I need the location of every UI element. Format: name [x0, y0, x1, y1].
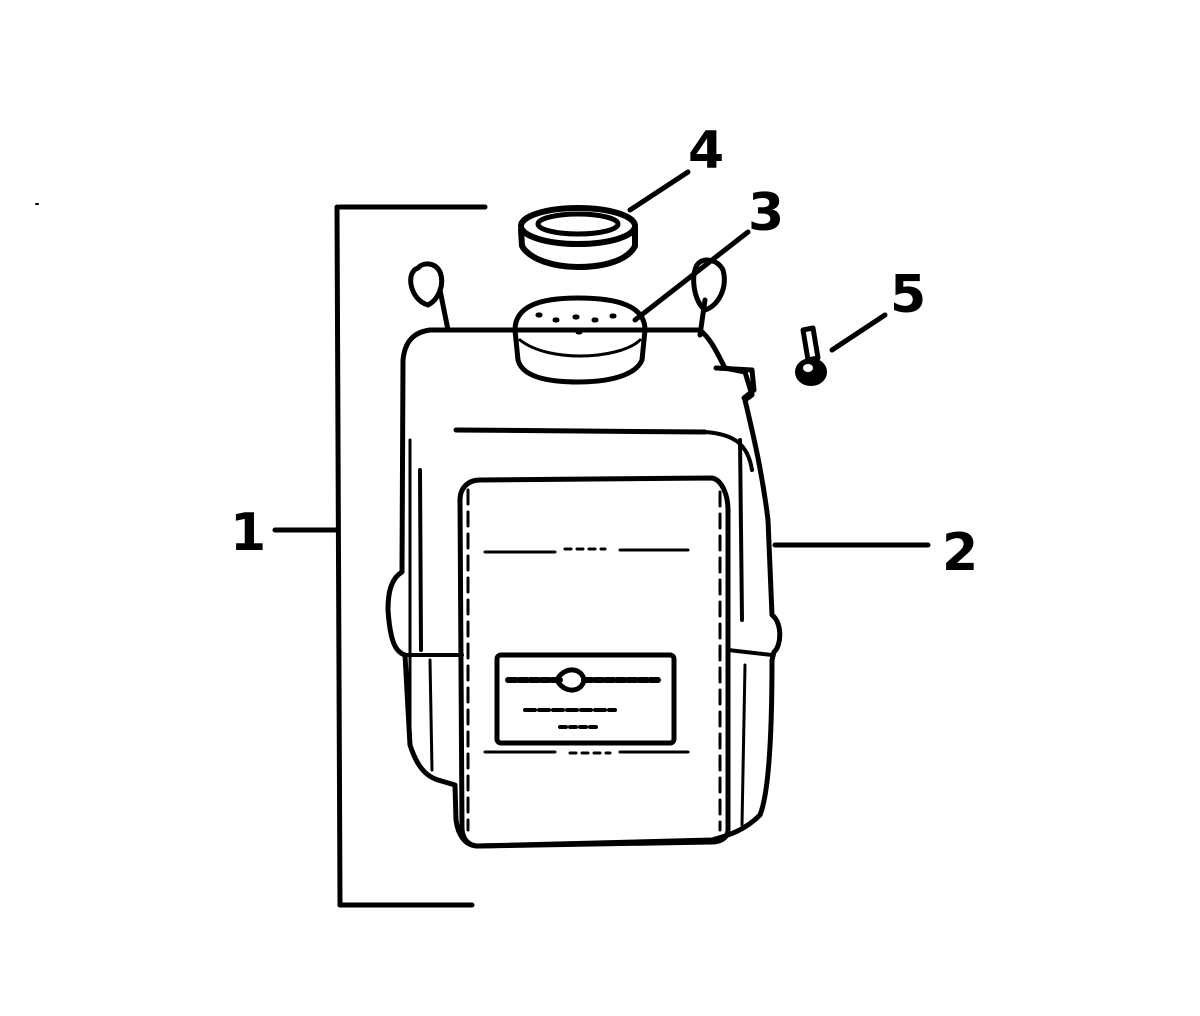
fill-level-mark-full — [483, 547, 690, 554]
assembly-bracket — [272, 204, 488, 908]
screw — [795, 325, 827, 386]
callout-1: 1 — [230, 503, 266, 563]
reservoir-tank — [385, 257, 783, 849]
gasket-ring — [518, 205, 638, 270]
leader-line-4 — [627, 169, 691, 213]
leader-line-5 — [829, 312, 888, 353]
leader-line-3 — [632, 229, 751, 323]
cap-vent-holes — [535, 312, 617, 335]
callout-3: 3 — [748, 183, 784, 243]
filler-cap — [512, 295, 648, 385]
fill-level-mark-low — [483, 750, 690, 755]
label-plate — [494, 652, 677, 746]
mounting-ear-left — [408, 261, 451, 333]
callout-5: 5 — [890, 265, 926, 325]
callout-4: 4 — [688, 121, 724, 181]
callout-2: 2 — [942, 523, 978, 583]
